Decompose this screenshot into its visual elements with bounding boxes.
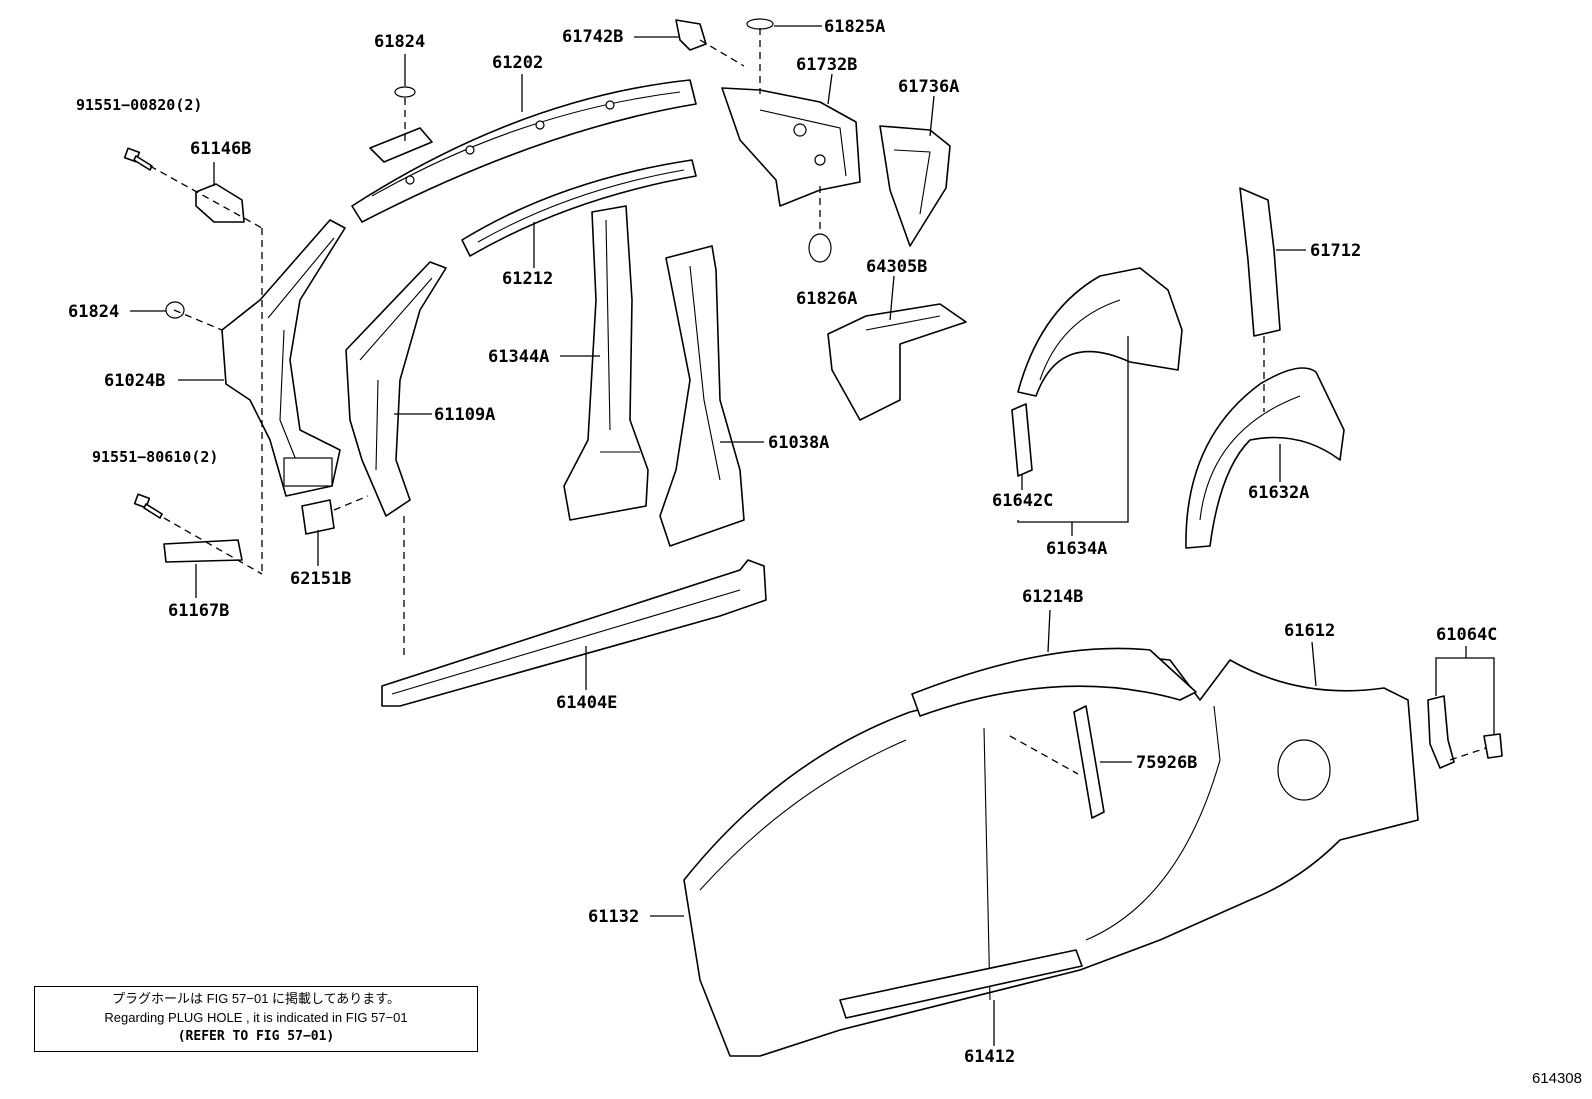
label-61736A: 61736A xyxy=(898,77,959,97)
label-61712: 61712 xyxy=(1310,241,1361,261)
label-61167B: 61167B xyxy=(168,601,229,621)
center-pillar-61038A xyxy=(659,245,745,547)
label-61404E: 61404E xyxy=(556,693,617,713)
label-62151B: 62151B xyxy=(290,569,351,589)
bracket-64305B xyxy=(827,303,967,421)
panel-61736A xyxy=(879,125,951,247)
note-english: Regarding PLUG HOLE , it is indicated in… xyxy=(104,1010,408,1025)
pillar-inner-61109A xyxy=(345,261,447,517)
label-61824-left: 61824 xyxy=(68,302,119,322)
figure-code: 614308 xyxy=(1531,1070,1582,1087)
label-61109A: 61109A xyxy=(434,405,495,425)
label-61212: 61212 xyxy=(502,269,553,289)
note-reference: (REFER TO FIG 57−01) xyxy=(177,1029,335,1044)
label-61825A: 61825A xyxy=(824,17,885,37)
label-61642C: 61642C xyxy=(992,491,1053,511)
front-pillar-61024B xyxy=(221,219,346,497)
note-japanese: プラグホールは FIG 57−01 に掲載してあります。 xyxy=(112,991,400,1006)
leader-lines xyxy=(130,25,1495,1046)
roof-panel-61214B xyxy=(911,647,1197,717)
plug-61826A xyxy=(808,233,832,263)
bolt-91551-80610 xyxy=(133,493,163,519)
center-pillar-61344A xyxy=(563,205,649,521)
label-64305B: 64305B xyxy=(866,257,927,277)
dashed-lines xyxy=(149,28,1487,775)
label-61412: 61412 xyxy=(964,1047,1015,1067)
plug-61825A xyxy=(746,18,774,30)
roof-inner-rail-61212 xyxy=(461,159,697,257)
label-61824-top: 61824 xyxy=(374,32,425,52)
label-61344A: 61344A xyxy=(488,347,549,367)
label-61214B: 61214B xyxy=(1022,587,1083,607)
label-61632A: 61632A xyxy=(1248,483,1309,503)
part-labels: 61824 61202 61742B 61825A 61732B 61736A … xyxy=(68,17,1497,1067)
panel-61712 xyxy=(1239,187,1281,337)
label-91551-80610: 91551−80610(2) xyxy=(92,448,218,466)
label-61038A: 61038A xyxy=(768,433,829,453)
bracket-61064C xyxy=(1427,695,1455,769)
label-61064C: 61064C xyxy=(1436,625,1497,645)
label-91551-00820: 91551−00820(2) xyxy=(76,96,202,114)
label-61612: 61612 xyxy=(1284,621,1335,641)
quarter-inner-61732B xyxy=(721,87,861,207)
label-61634A: 61634A xyxy=(1046,539,1107,559)
plug-hole-note: プラグホールは FIG 57−01 に掲載してあります。 Regarding P… xyxy=(34,986,478,1052)
label-61024B: 61024B xyxy=(104,371,165,391)
bolt-91551-00820 xyxy=(123,147,153,171)
label-75926B: 75926B xyxy=(1136,753,1197,773)
label-61146B: 61146B xyxy=(190,139,251,159)
label-61732B: 61732B xyxy=(796,55,857,75)
block-62151B xyxy=(301,499,335,535)
wheel-arch-61632A xyxy=(1185,367,1345,549)
bracket-61146B xyxy=(195,183,245,223)
plate-61167B xyxy=(163,539,243,563)
bracket-61642C xyxy=(1011,403,1033,477)
wheelhouse-61634A xyxy=(1017,267,1183,397)
label-61826A: 61826A xyxy=(796,289,857,309)
bracket-61742B xyxy=(675,19,707,51)
label-61132: 61132 xyxy=(588,907,639,927)
strip-75926B xyxy=(1073,705,1105,819)
side-outer-panel xyxy=(683,657,1419,1057)
roof-side-rail-61202 xyxy=(351,79,697,223)
label-61202: 61202 xyxy=(492,53,543,73)
label-61742B: 61742B xyxy=(562,27,623,47)
rocker-61404E xyxy=(381,559,767,707)
plug-61824-top xyxy=(394,86,416,98)
clip-61064C xyxy=(1483,733,1503,759)
